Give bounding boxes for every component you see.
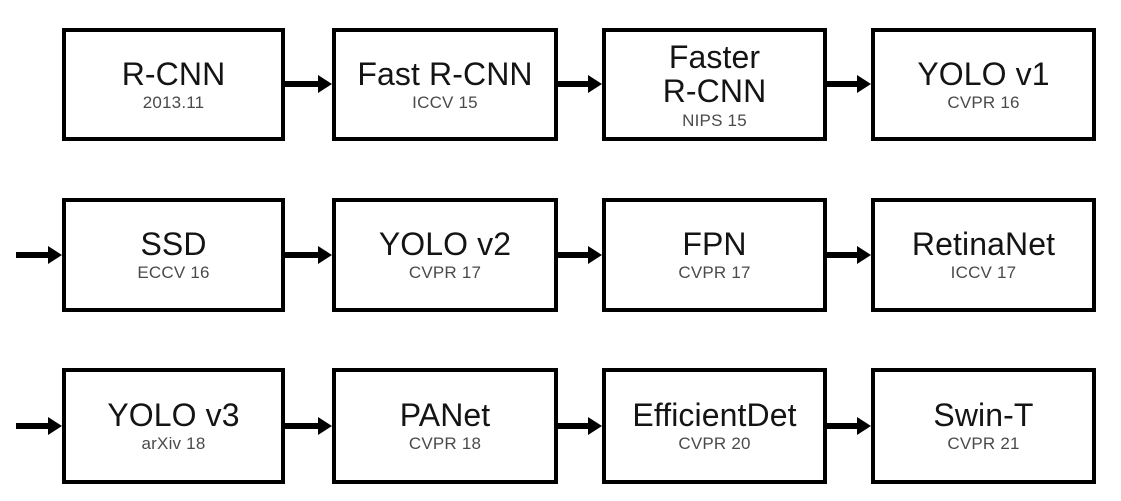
node-title: RetinaNet xyxy=(911,226,1056,263)
arrow-head xyxy=(318,75,332,93)
arrow-head xyxy=(857,417,871,435)
node-yolo-v2[interactable]: YOLO v2 CVPR 17 xyxy=(332,198,558,312)
arrow-head xyxy=(588,75,602,93)
node-efficientdet[interactable]: EfficientDet CVPR 20 xyxy=(602,368,827,484)
node-title: PANet xyxy=(399,397,491,434)
node-fpn[interactable]: FPN CVPR 17 xyxy=(602,198,827,312)
arrow-head xyxy=(318,417,332,435)
arrow-shaft xyxy=(285,252,318,258)
node-yolo-v3[interactable]: YOLO v3 arXiv 18 xyxy=(62,368,285,484)
node-title: Faster R-CNN xyxy=(662,38,767,110)
node-r-cnn[interactable]: R-CNN 2013.11 xyxy=(62,28,285,141)
node-title: SSD xyxy=(140,226,207,263)
arrow-head xyxy=(588,417,602,435)
node-subtitle: CVPR 21 xyxy=(947,434,1020,454)
arrow-shaft xyxy=(827,252,857,258)
node-faster-r-cnn[interactable]: Faster R-CNN NIPS 15 xyxy=(602,28,827,141)
node-subtitle: 2013.11 xyxy=(142,92,205,112)
node-yolo-v1[interactable]: YOLO v1 CVPR 16 xyxy=(871,28,1096,141)
node-subtitle: ICCV 15 xyxy=(412,92,478,112)
arrow-head xyxy=(48,417,62,435)
arrow-shaft xyxy=(16,423,48,429)
node-title: YOLO v1 xyxy=(917,55,1050,92)
arrow-head xyxy=(588,246,602,264)
arrow-shaft xyxy=(558,81,588,87)
arrow-head xyxy=(48,246,62,264)
arrow-shaft xyxy=(16,252,48,258)
arrow-head xyxy=(318,246,332,264)
arrow-shaft xyxy=(827,81,857,87)
node-title: Fast R-CNN xyxy=(357,55,533,92)
node-swin-t[interactable]: Swin-T CVPR 21 xyxy=(871,368,1096,484)
node-subtitle: ECCV 16 xyxy=(137,263,210,283)
node-subtitle: CVPR 20 xyxy=(678,434,751,454)
node-subtitle: arXiv 18 xyxy=(141,434,206,454)
arrow-shaft xyxy=(558,252,588,258)
node-title: Swin-T xyxy=(933,397,1034,434)
node-subtitle: CVPR 16 xyxy=(947,92,1020,112)
node-title: YOLO v3 xyxy=(107,397,240,434)
node-subtitle: CVPR 17 xyxy=(678,263,751,283)
node-subtitle: CVPR 18 xyxy=(408,434,482,454)
node-subtitle: ICCV 17 xyxy=(950,263,1017,283)
arrow-shaft xyxy=(558,423,588,429)
arrow-head xyxy=(857,75,871,93)
node-title: EfficientDet xyxy=(632,397,797,434)
arrow-shaft xyxy=(285,81,318,87)
node-subtitle: CVPR 17 xyxy=(408,263,482,283)
node-title: YOLO v2 xyxy=(378,226,512,263)
node-title: R-CNN xyxy=(121,55,226,92)
node-title: FPN xyxy=(682,226,747,263)
node-ssd[interactable]: SSD ECCV 16 xyxy=(62,198,285,312)
arrow-head xyxy=(857,246,871,264)
node-subtitle: NIPS 15 xyxy=(682,110,747,130)
node-panet[interactable]: PANet CVPR 18 xyxy=(332,368,558,484)
arrow-shaft xyxy=(827,423,857,429)
arrow-shaft xyxy=(285,423,318,429)
node-fast-r-cnn[interactable]: Fast R-CNN ICCV 15 xyxy=(332,28,558,141)
node-retinanet[interactable]: RetinaNet ICCV 17 xyxy=(871,198,1096,312)
